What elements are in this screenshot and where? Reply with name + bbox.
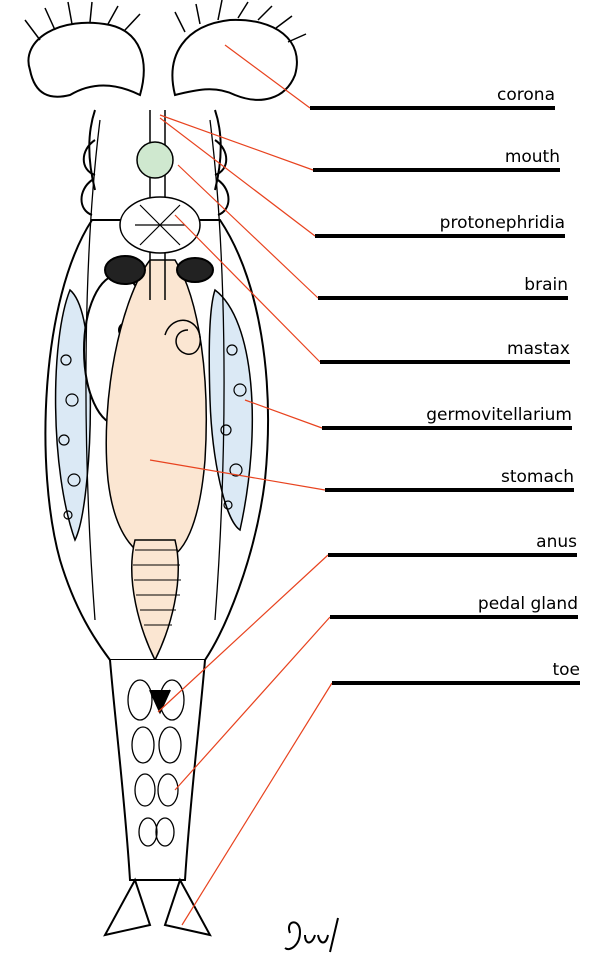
- label-toe: toe: [552, 660, 580, 680]
- toe-right: [165, 880, 210, 935]
- label-mastax: mastax: [507, 339, 570, 359]
- label-group: corona mouth protonephridia brain mastax germ…: [310, 85, 580, 683]
- label-mouth: mouth: [505, 147, 560, 167]
- toe-left: [105, 880, 150, 935]
- brain-mass-right: [177, 258, 213, 282]
- label-stomach: stomach: [501, 467, 574, 487]
- label-brain: brain: [524, 275, 568, 295]
- label-protonephridia: protonephridia: [440, 213, 565, 233]
- label-pedal-gland: pedal gland: [478, 594, 578, 614]
- label-anus: anus: [536, 532, 577, 552]
- leader-line-toe: [182, 683, 332, 925]
- brain-mass-left: [105, 256, 145, 284]
- label-corona: corona: [497, 85, 555, 105]
- signature: [285, 918, 338, 952]
- corona-right-lobe: [172, 20, 296, 100]
- label-germovitellarium: germovitellarium: [426, 405, 572, 425]
- leader-line-mouth: [160, 115, 313, 170]
- rotifer-body: [25, 0, 306, 935]
- mouth-disc: [137, 142, 173, 178]
- corona-left-lobe: [28, 23, 143, 97]
